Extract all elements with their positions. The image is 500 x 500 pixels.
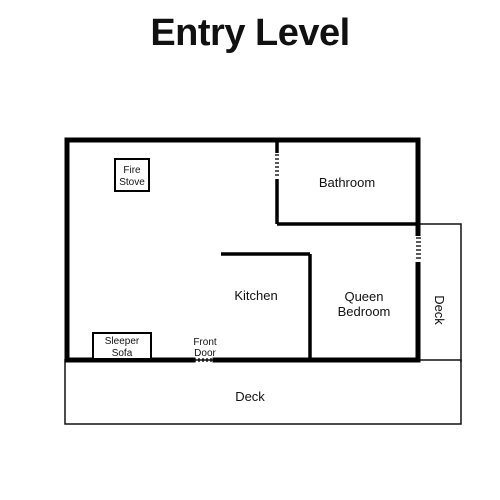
fire-stove — [114, 158, 150, 192]
kitchen-label: Kitchen — [234, 288, 277, 303]
front-door-label-line1: Front — [193, 337, 217, 348]
deck-bottom-label: Deck — [235, 389, 265, 404]
sleeper-sofa-label-line1: Sleeper — [105, 336, 140, 347]
queen-bedroom-label-line1: Queen — [344, 289, 383, 304]
fire-stove-label-line1: Fire — [123, 165, 141, 176]
fire-stove-label-line2: Stove — [119, 177, 145, 188]
deck-right-label: Deck — [432, 295, 447, 325]
sleeper-sofa — [92, 332, 152, 360]
deck-side-doorway — [415, 236, 422, 262]
front-door-label-line2: Door — [194, 348, 216, 359]
plan-title: Entry Level — [150, 12, 350, 54]
deck-right-outline — [419, 223, 462, 362]
bathroom-doorway — [274, 153, 280, 179]
bathroom-label: Bathroom — [319, 175, 375, 190]
queen-bedroom-label-line2: Bedroom — [338, 304, 391, 319]
deck-side-doorway-hatch — [416, 237, 421, 259]
interior-walls — [221, 140, 418, 360]
front-door-hatch — [194, 358, 212, 362]
exterior-walls — [64, 137, 421, 363]
bathroom-doorway-hatch — [275, 154, 279, 176]
sleeper-sofa-label-line2: Sofa — [112, 348, 133, 359]
